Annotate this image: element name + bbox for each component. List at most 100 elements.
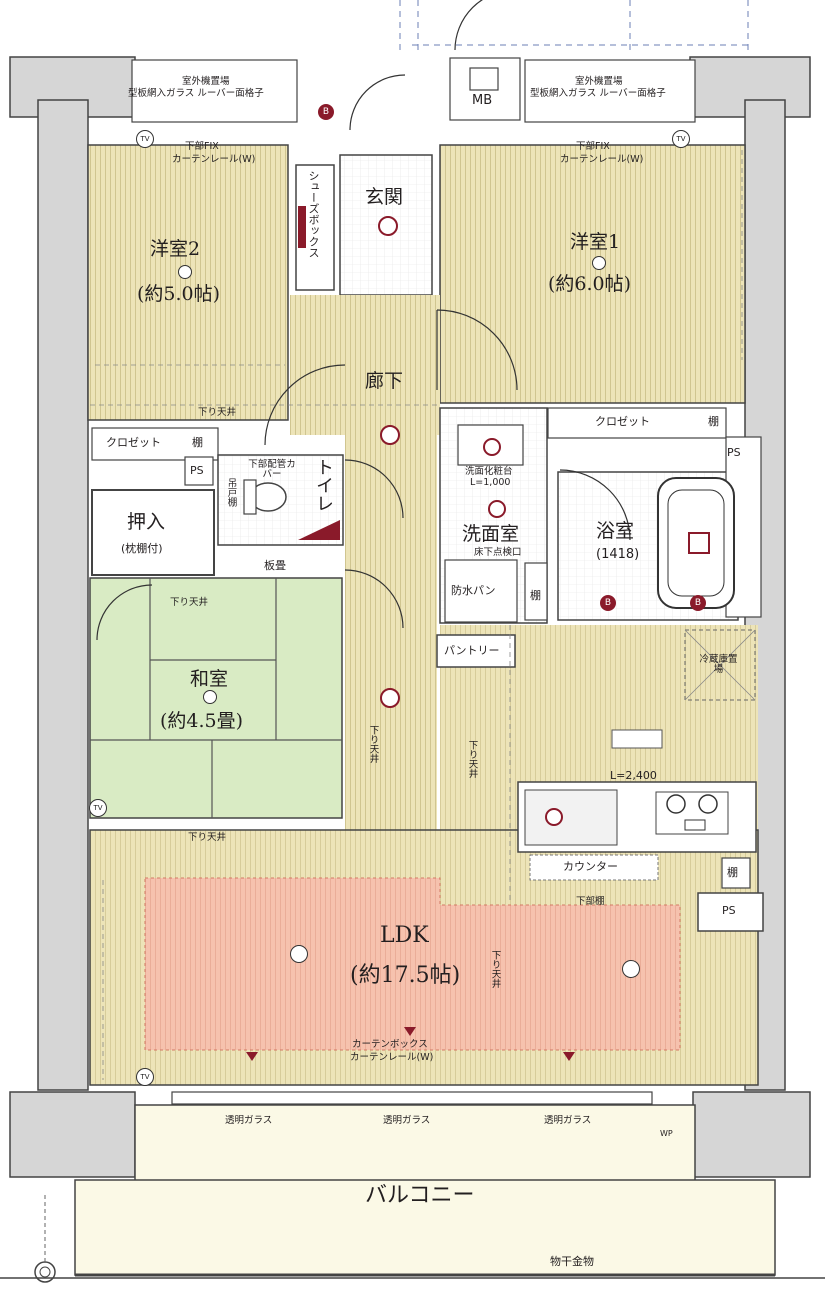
hallway-name: 廊下 (365, 370, 404, 392)
louver-left-label: 型板網入ガラス ルーバー面格子 (128, 88, 264, 99)
floor-hallway-upper (290, 295, 440, 435)
ceiling-light-icon-washitsu (203, 690, 217, 704)
dashed-lowered-ceiling (90, 150, 743, 1080)
b-badge-icon-bath2: B (690, 595, 706, 611)
ldk-name: LDK (380, 923, 429, 948)
mb-label: MB (472, 93, 493, 108)
fridge-box (684, 629, 756, 701)
closet-left-label: クロゼット (106, 436, 161, 449)
counter-box (529, 854, 659, 881)
shoebox-label: シューズボックス (307, 170, 320, 258)
curtain-box-label: カーテンボックス (352, 1039, 428, 1050)
pantry-label: パントリー (444, 644, 500, 657)
top-dashed-lines (399, 0, 749, 55)
ldk-highlight (144, 877, 681, 1051)
lowered-ceiling-kitchen: 下り天井 (466, 740, 478, 778)
triangle-marker-icon-3 (563, 1052, 575, 1061)
tv-outlet-icon-ldk: TV (136, 1068, 154, 1086)
outdoor-unit-left-label: 室外機置場 (182, 76, 230, 87)
ps-bath-label: PS (727, 446, 741, 459)
floor-hatch-label: 床下点検口 (474, 547, 522, 558)
louver-right-label: 型板網入ガラス ルーバー面格子 (530, 88, 666, 99)
shelf-right-label: 棚 (708, 415, 719, 428)
floor-balcony (134, 1104, 696, 1186)
western1-size: (約6.0帖) (548, 273, 632, 295)
shelf-wash-label: 棚 (530, 589, 541, 602)
ps-left-box (184, 456, 214, 486)
fix-right-label: 下部FIX (576, 141, 610, 152)
ceiling-light-icon-wash2 (488, 500, 506, 518)
ceiling-light-icon-kitchen (545, 808, 563, 826)
ceiling-light-icon-entrance (378, 216, 398, 236)
door-arcs (96, 0, 631, 641)
glass-3-label: 透明ガラス (544, 1115, 592, 1126)
sink (524, 789, 618, 846)
ceiling-light-icon-ldk1 (290, 945, 308, 963)
pipe-cover-label: 下部配管カバー (248, 459, 296, 480)
mb-box (449, 57, 521, 121)
shelf-kitchen-box (721, 857, 751, 889)
floor-western1 (439, 144, 746, 404)
waterproof-pan-label: 防水パン (451, 584, 496, 597)
western2-name: 洋室2 (150, 238, 201, 260)
tv-outlet-icon-topleft: TV (136, 130, 154, 148)
drying-rod-label: 物干金物 (550, 1255, 594, 1268)
floor-balcony-lower (74, 1179, 776, 1276)
closet-right-label: クロゼット (595, 415, 650, 428)
lowered-ceiling-ldk: 下り天井 (489, 950, 501, 988)
toilet-name: トイレ (313, 458, 334, 512)
closet-right (547, 407, 727, 439)
waterproof-pan-box (444, 559, 518, 623)
curtain-right-label: カーテンレール(W) (560, 154, 644, 165)
triangle-marker-icon-2 (404, 1027, 416, 1036)
shelf-left-label: 棚 (192, 436, 203, 449)
tv-outlet-icon-topright: TV (672, 130, 690, 148)
western1-name: 洋室1 (570, 231, 621, 253)
balcony-name: バルコニー (365, 1183, 475, 1208)
floor-oshiire (91, 489, 215, 576)
itatatami-label: 板畳 (264, 559, 286, 572)
curtain-rail-ldk-label: カーテンレール(W) (350, 1052, 434, 1063)
tv-label: TV (140, 135, 150, 143)
oshiire-sub: (枕棚付) (121, 542, 163, 555)
ceiling-light-icon-bath (688, 532, 710, 554)
lowered-ceiling-2: 下り天井 (170, 597, 209, 608)
b-badge-icon-top: B (318, 104, 334, 120)
hanging-shelf-label: 吊戸棚 (225, 478, 237, 507)
lowered-ceiling-3: 下り天井 (188, 832, 227, 843)
fix-left-label: 下部FIX (185, 141, 219, 152)
tv-outlet-icon-washitsu: TV (89, 799, 107, 817)
floor-western2 (87, 144, 289, 421)
pantry-box (436, 634, 516, 668)
tatami-lines (90, 578, 342, 818)
closet-left (91, 427, 219, 461)
ceiling-light-icon-western1 (592, 256, 606, 270)
washroom-name: 洗面室 (462, 523, 520, 545)
lower-shelf-label: 下部棚 (576, 896, 605, 907)
ceiling-light-icon-ldk2 (622, 960, 640, 978)
balcony-windows (171, 1091, 653, 1105)
bathroom-name: 浴室 (596, 520, 635, 542)
western2-size: (約5.0帖) (137, 283, 221, 305)
shelf-kitchen-label: 棚 (727, 866, 738, 879)
vanity-length-label: L=1,000 (470, 477, 511, 488)
ceiling-light-icon-western2 (178, 265, 192, 279)
tv-label: TV (93, 804, 103, 812)
lowered-ceiling-1: 下り天井 (198, 407, 237, 418)
oshiire-name: 押入 (127, 511, 166, 533)
ldk-size: (約17.5帖) (350, 963, 461, 988)
b-label: B (604, 598, 612, 608)
b-badge-icon-bath1: B (600, 595, 616, 611)
counter-label: カウンター (563, 860, 618, 873)
ceiling-light-icon-hall1 (380, 425, 400, 445)
wp-label: WP (660, 1129, 673, 1138)
ps-kitchen-label: PS (722, 904, 736, 917)
tv-label: TV (676, 135, 686, 143)
entrance-name: 玄関 (365, 186, 404, 208)
glass-2-label: 透明ガラス (383, 1115, 431, 1126)
washitsu-size: (約4.5畳) (160, 710, 244, 732)
curtain-left-label: カーテンレール(W) (172, 154, 256, 165)
kitchen-length-label: L=2,400 (610, 769, 657, 782)
outdoor-unit-zones (131, 59, 696, 123)
